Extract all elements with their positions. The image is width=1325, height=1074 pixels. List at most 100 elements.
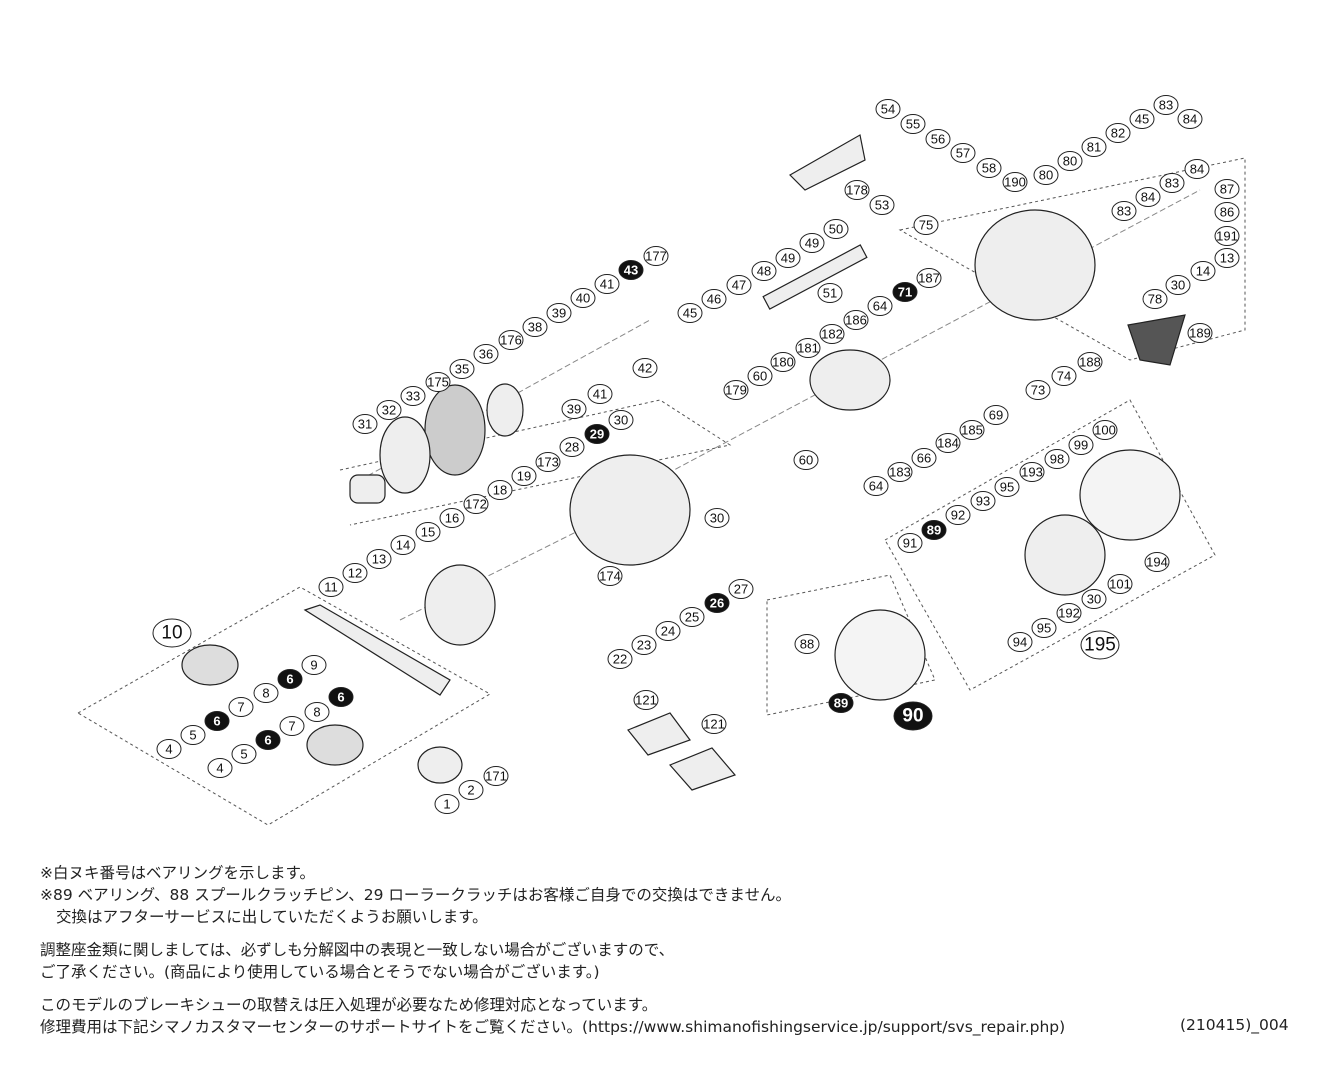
part-label-78[interactable]: 78 xyxy=(1142,289,1168,309)
part-label-173[interactable]: 173 xyxy=(535,452,561,472)
part-label-23[interactable]: 23 xyxy=(631,635,657,655)
part-label-84[interactable]: 84 xyxy=(1177,109,1203,129)
part-label-176[interactable]: 176 xyxy=(498,330,524,350)
part-label-57[interactable]: 57 xyxy=(950,143,976,163)
part-label-84[interactable]: 84 xyxy=(1135,187,1161,207)
part-label-31[interactable]: 31 xyxy=(352,414,378,434)
part-label-83[interactable]: 83 xyxy=(1159,173,1185,193)
part-label-12[interactable]: 12 xyxy=(342,563,368,583)
part-label-16[interactable]: 16 xyxy=(439,508,465,528)
part-label-55[interactable]: 55 xyxy=(900,114,926,134)
part-label-27[interactable]: 27 xyxy=(728,579,754,599)
part-label-45[interactable]: 45 xyxy=(1129,109,1155,129)
part-label-92[interactable]: 92 xyxy=(945,505,971,525)
part-label-71[interactable]: 71 xyxy=(892,282,918,302)
part-label-100[interactable]: 100 xyxy=(1092,420,1118,440)
part-label-177[interactable]: 177 xyxy=(643,246,669,266)
part-label-121[interactable]: 121 xyxy=(633,690,659,710)
part-label-7[interactable]: 7 xyxy=(228,697,254,717)
part-label-25[interactable]: 25 xyxy=(679,607,705,627)
part-label-83[interactable]: 83 xyxy=(1153,95,1179,115)
part-label-30[interactable]: 30 xyxy=(704,508,730,528)
part-label-171[interactable]: 171 xyxy=(483,766,509,786)
part-label-180[interactable]: 180 xyxy=(770,352,796,372)
part-label-174[interactable]: 174 xyxy=(597,566,623,586)
part-label-13[interactable]: 13 xyxy=(366,549,392,569)
part-label-101[interactable]: 101 xyxy=(1107,574,1133,594)
part-label-95[interactable]: 95 xyxy=(1031,618,1057,638)
part-label-15[interactable]: 15 xyxy=(415,522,441,542)
part-label-60[interactable]: 60 xyxy=(793,450,819,470)
part-label-56[interactable]: 56 xyxy=(925,129,951,149)
note-line[interactable]: 修理費用は下記シマノカスタマーセンターのサポートサイトをご覧ください。(http… xyxy=(40,1018,1066,1036)
part-label-48[interactable]: 48 xyxy=(751,261,777,281)
part-label-50[interactable]: 50 xyxy=(823,219,849,239)
part-label-178[interactable]: 178 xyxy=(844,180,870,200)
part-label-24[interactable]: 24 xyxy=(655,621,681,641)
part-label-182[interactable]: 182 xyxy=(819,324,845,344)
part-label-45[interactable]: 45 xyxy=(677,303,703,323)
part-label-185[interactable]: 185 xyxy=(959,420,985,440)
part-label-43[interactable]: 43 xyxy=(618,260,644,280)
part-label-5[interactable]: 5 xyxy=(180,725,206,745)
part-label-47[interactable]: 47 xyxy=(726,275,752,295)
part-label-8[interactable]: 8 xyxy=(304,702,330,722)
part-label-13[interactable]: 13 xyxy=(1214,248,1240,268)
part-label-39[interactable]: 39 xyxy=(561,399,587,419)
part-label-87[interactable]: 87 xyxy=(1214,179,1240,199)
part-label-6[interactable]: 6 xyxy=(204,711,230,731)
part-label-49[interactable]: 49 xyxy=(775,248,801,268)
part-label-89[interactable]: 89 xyxy=(921,520,947,540)
part-label-94[interactable]: 94 xyxy=(1007,632,1033,652)
part-label-194[interactable]: 194 xyxy=(1144,552,1170,572)
part-label-193[interactable]: 193 xyxy=(1019,462,1045,482)
part-label-60[interactable]: 60 xyxy=(747,366,773,386)
part-label-1[interactable]: 1 xyxy=(434,794,460,814)
part-label-10[interactable]: 10 xyxy=(152,618,192,648)
part-label-41[interactable]: 41 xyxy=(594,274,620,294)
part-label-192[interactable]: 192 xyxy=(1056,603,1082,623)
part-label-90[interactable]: 90 xyxy=(893,701,933,731)
part-label-66[interactable]: 66 xyxy=(911,448,937,468)
part-label-186[interactable]: 186 xyxy=(843,310,869,330)
part-label-35[interactable]: 35 xyxy=(449,359,475,379)
part-label-95[interactable]: 95 xyxy=(994,477,1020,497)
part-label-51[interactable]: 51 xyxy=(817,283,843,303)
part-label-5[interactable]: 5 xyxy=(231,744,257,764)
part-label-28[interactable]: 28 xyxy=(559,437,585,457)
part-label-88[interactable]: 88 xyxy=(794,634,820,654)
part-label-2[interactable]: 2 xyxy=(458,780,484,800)
part-label-29[interactable]: 29 xyxy=(584,424,610,444)
part-label-75[interactable]: 75 xyxy=(913,215,939,235)
part-label-80[interactable]: 80 xyxy=(1057,151,1083,171)
part-label-49[interactable]: 49 xyxy=(799,233,825,253)
part-label-74[interactable]: 74 xyxy=(1051,366,1077,386)
part-label-69[interactable]: 69 xyxy=(983,405,1009,425)
part-label-14[interactable]: 14 xyxy=(1190,261,1216,281)
part-label-32[interactable]: 32 xyxy=(376,400,402,420)
part-label-80[interactable]: 80 xyxy=(1033,165,1059,185)
part-label-6[interactable]: 6 xyxy=(255,730,281,750)
part-label-41[interactable]: 41 xyxy=(587,384,613,404)
part-label-6[interactable]: 6 xyxy=(277,669,303,689)
part-label-81[interactable]: 81 xyxy=(1081,137,1107,157)
part-label-22[interactable]: 22 xyxy=(607,649,633,669)
part-label-64[interactable]: 64 xyxy=(863,476,889,496)
part-label-33[interactable]: 33 xyxy=(400,386,426,406)
part-label-189[interactable]: 189 xyxy=(1187,323,1213,343)
part-label-86[interactable]: 86 xyxy=(1214,202,1240,222)
part-label-190[interactable]: 190 xyxy=(1002,172,1028,192)
part-label-99[interactable]: 99 xyxy=(1068,435,1094,455)
part-label-82[interactable]: 82 xyxy=(1105,123,1131,143)
part-label-4[interactable]: 4 xyxy=(156,739,182,759)
part-label-172[interactable]: 172 xyxy=(463,494,489,514)
part-label-14[interactable]: 14 xyxy=(390,535,416,555)
part-label-91[interactable]: 91 xyxy=(897,533,923,553)
part-label-58[interactable]: 58 xyxy=(976,158,1002,178)
part-label-191[interactable]: 191 xyxy=(1214,226,1240,246)
part-label-73[interactable]: 73 xyxy=(1025,380,1051,400)
part-label-40[interactable]: 40 xyxy=(570,288,596,308)
part-label-188[interactable]: 188 xyxy=(1077,352,1103,372)
part-label-39[interactable]: 39 xyxy=(546,303,572,323)
part-label-64[interactable]: 64 xyxy=(867,296,893,316)
